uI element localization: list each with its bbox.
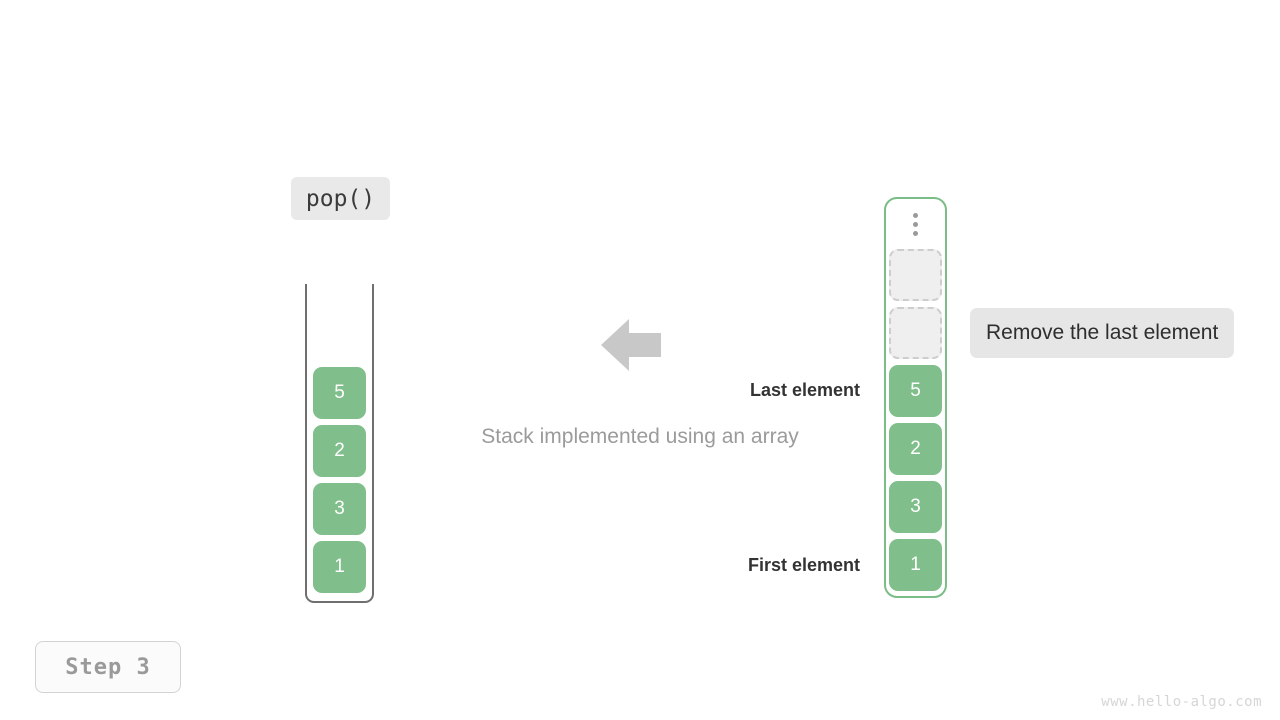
stack-cell: 2 — [313, 425, 366, 477]
array-container: 5 2 3 1 — [884, 197, 947, 598]
stack-container: 5 2 3 1 — [305, 284, 374, 603]
vertical-ellipsis-icon — [913, 199, 918, 249]
arrow-left-icon — [601, 319, 661, 371]
watermark: www.hello-algo.com — [1101, 694, 1262, 710]
array-cell: 2 — [889, 423, 942, 475]
array-cell: 3 — [889, 481, 942, 533]
tooltip-remove-last-element: Remove the last element — [970, 308, 1235, 358]
stack-wall-left — [305, 284, 307, 586]
caption-text: Stack implemented using an array — [481, 425, 799, 448]
first-element-label: First element — [747, 555, 860, 575]
last-element-label: Last element — [749, 380, 860, 400]
array-cell: 1 — [889, 539, 942, 591]
stack-cell: 5 — [313, 367, 366, 419]
stack-wall-right — [372, 284, 374, 586]
array-cell-empty — [889, 307, 942, 359]
operation-badge: pop() — [291, 177, 390, 220]
stack-cell: 1 — [313, 541, 366, 593]
array-cell-empty — [889, 249, 942, 301]
stack-cell-list: 5 2 3 1 — [313, 367, 366, 593]
array-cell-list: 5 2 3 1 — [889, 199, 942, 591]
array-cell: 5 — [889, 365, 942, 417]
stack-floor — [305, 569, 374, 603]
stack-cell: 3 — [313, 483, 366, 535]
step-badge: Step 3 — [35, 641, 181, 693]
